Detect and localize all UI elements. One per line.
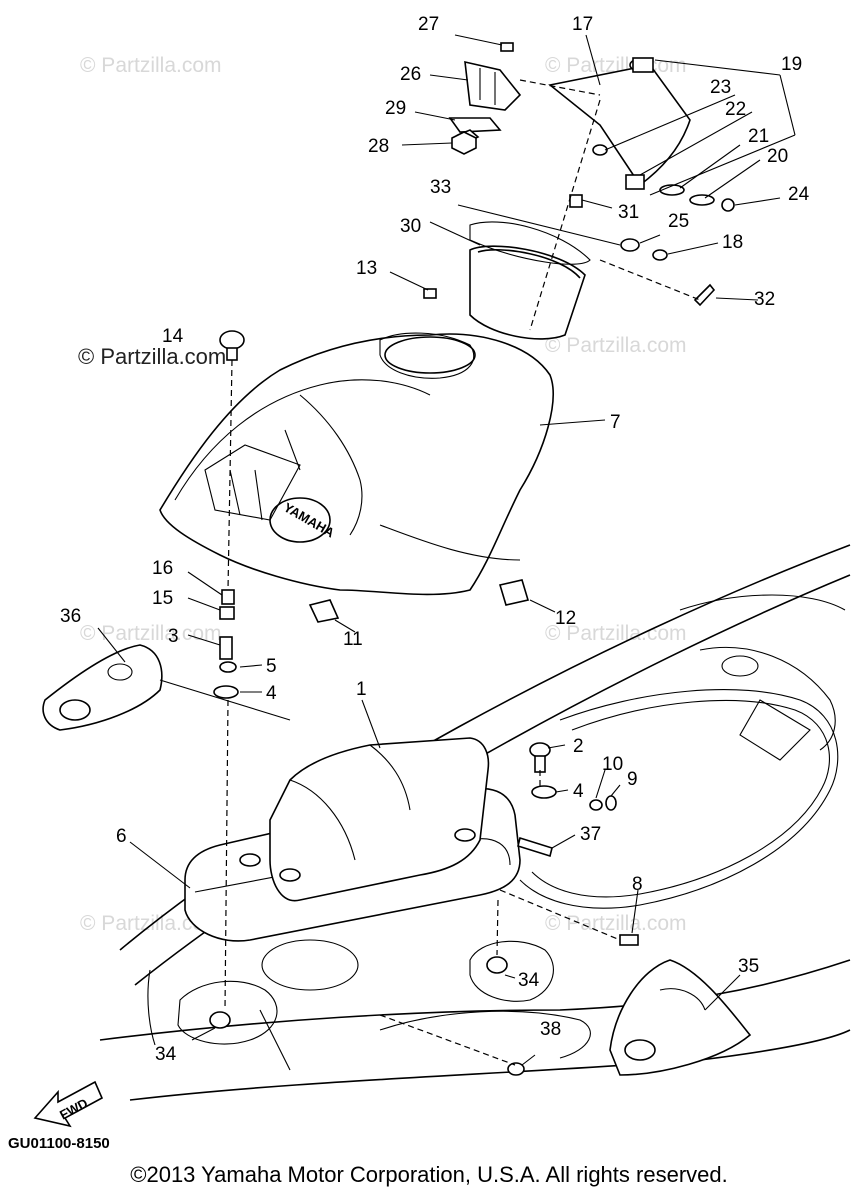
leader-lines — [97, 34, 796, 1066]
callout-16: 16 — [152, 558, 173, 579]
callout-7: 7 — [610, 412, 621, 433]
callout-17: 17 — [572, 14, 593, 35]
callout-2: 2 — [573, 736, 584, 757]
hatch-cover-part-7: YAMAHA — [159, 332, 554, 596]
hardware — [209, 42, 735, 1076]
watermark: © Partzilla.com — [80, 912, 222, 935]
watermark: © Partzilla.com — [545, 912, 687, 935]
duct-part-30 — [469, 221, 591, 340]
callout-9: 9 — [627, 769, 638, 790]
callout-8: 8 — [632, 874, 643, 895]
callout-5: 5 — [266, 656, 277, 677]
callout-37: 37 — [580, 824, 601, 845]
callout-12: 12 — [555, 608, 576, 629]
copyright-notice: ©2013 Yamaha Motor Corporation, U.S.A. A… — [130, 1162, 728, 1187]
callout-15: 15 — [152, 588, 173, 609]
watermark: © Partzilla.com — [80, 54, 222, 77]
callout-20: 20 — [767, 146, 788, 167]
callout-13: 13 — [356, 258, 377, 279]
callout-28: 28 — [368, 136, 389, 157]
callout-36: 36 — [60, 606, 81, 627]
callout-38: 38 — [540, 1019, 561, 1040]
callouts: 27 17 19 26 23 29 22 28 21 20 33 24 31 3… — [60, 14, 810, 1065]
callout-27: 27 — [418, 14, 439, 35]
watermark: © Partzilla.com — [545, 334, 687, 357]
watermarks: © Partzilla.com © Partzilla.com © Partzi… — [78, 54, 687, 935]
callout-26: 26 — [400, 64, 421, 85]
callout-23: 23 — [710, 77, 731, 98]
storage-box-part-1 — [184, 737, 521, 942]
vent-part-35 — [609, 959, 752, 1076]
watermark: © Partzilla.com — [78, 344, 226, 369]
callout-11: 11 — [343, 629, 363, 650]
callout-1: 1 — [356, 679, 367, 700]
callout-32: 32 — [754, 289, 775, 310]
callout-4: 4 — [266, 683, 277, 704]
callout-10: 10 — [602, 754, 623, 775]
callout-21: 21 — [748, 126, 769, 147]
callout-4b: 4 — [573, 781, 584, 802]
fwd-arrow: FWD — [33, 1080, 104, 1128]
watermark: © Partzilla.com — [545, 622, 687, 645]
callout-29: 29 — [385, 98, 406, 119]
callout-25: 25 — [668, 211, 689, 232]
callout-14: 14 — [162, 326, 184, 347]
callout-30: 30 — [400, 216, 421, 237]
callout-19: 19 — [781, 54, 802, 75]
watermark: © Partzilla.com — [80, 622, 222, 645]
callout-35: 35 — [738, 956, 759, 977]
callout-34b: 34 — [155, 1044, 177, 1065]
callout-3: 3 — [168, 626, 179, 647]
callout-34a: 34 — [518, 970, 540, 991]
vent-part-36 — [42, 644, 163, 731]
diagram-code: GU01100-8150 — [8, 1135, 110, 1152]
hinge-part-26 — [448, 60, 522, 144]
callout-22: 22 — [725, 99, 746, 120]
callout-18: 18 — [722, 232, 743, 253]
callout-31: 31 — [618, 202, 639, 223]
callout-24: 24 — [788, 184, 810, 205]
cover-part-17 — [548, 58, 691, 187]
assembly-lines — [159, 79, 701, 1066]
callout-33: 33 — [430, 177, 451, 198]
callout-6: 6 — [116, 826, 127, 847]
